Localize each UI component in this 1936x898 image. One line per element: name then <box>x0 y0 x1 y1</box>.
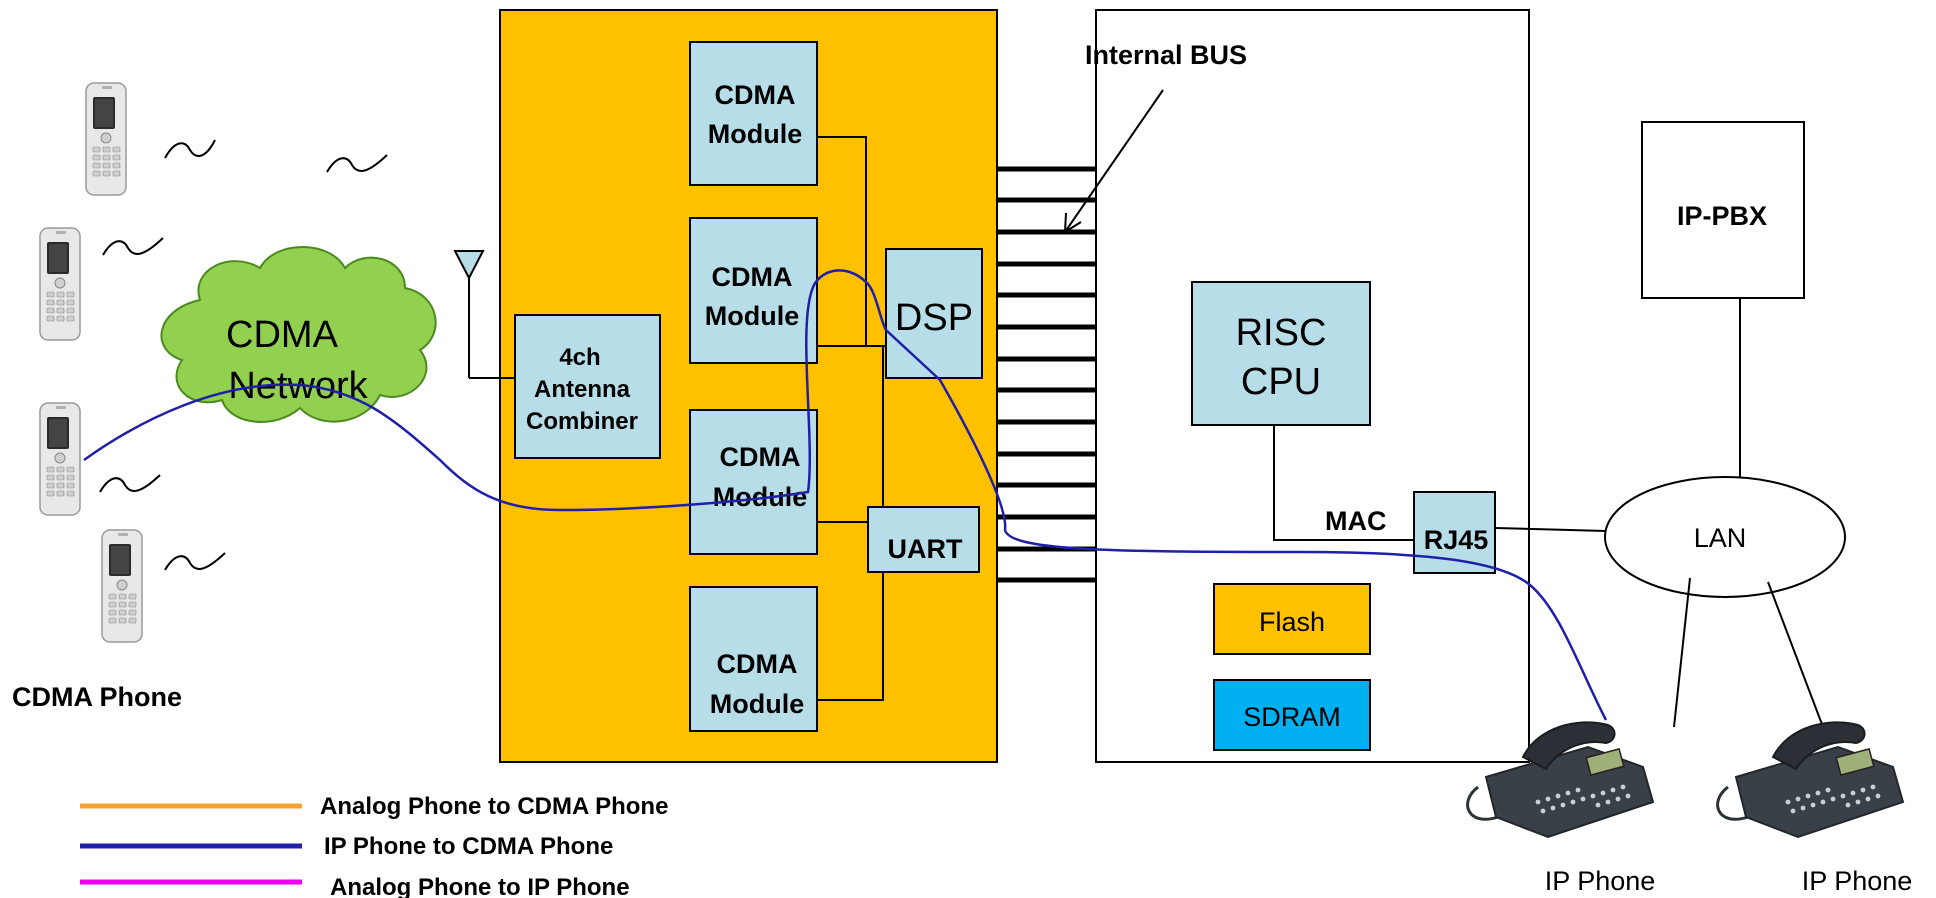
antenna-icon <box>453 250 515 379</box>
internal-bus-lines <box>997 166 1096 583</box>
cdma-module-2-line1: CDMA <box>712 262 793 292</box>
flash-label: Flash <box>1259 607 1325 637</box>
antenna-combiner-label-line2: Antenna <box>534 376 631 403</box>
cpu-mac-line <box>1273 425 1414 541</box>
cdma-module-3-line1: CDMA <box>720 442 801 472</box>
cdma-module-1-line1: CDMA <box>715 80 796 110</box>
cdma-phone-icon <box>85 82 127 196</box>
cdma-phone-icon <box>101 529 143 643</box>
cdma-module-4-line2: Module <box>710 689 805 719</box>
cdma-phone-icon <box>39 227 81 341</box>
cdma-module-1-line2: Module <box>708 119 803 149</box>
cdma-network-cloud <box>160 246 437 423</box>
legend: Analog Phone to CDMA Phone IP Phone to C… <box>80 793 668 898</box>
cdma-module-box-3 <box>689 409 818 555</box>
lan-connection-lines <box>1494 298 1824 728</box>
legend-label-analog-ip: Analog Phone to IP Phone <box>330 874 630 898</box>
cdma-phone-label: CDMA Phone <box>12 682 182 712</box>
lan-ellipse <box>1604 476 1846 598</box>
cdma-module-box-4 <box>689 586 818 732</box>
internal-bus-label: Internal BUS <box>1085 40 1247 70</box>
dsp-label: DSP <box>895 297 973 339</box>
lan-label: LAN <box>1694 523 1747 553</box>
legend-label-analog-cdma: Analog Phone to CDMA Phone <box>320 793 668 820</box>
cdma-module-3-line2: Module <box>713 482 808 512</box>
ip-phone-left-label: IP Phone <box>1545 866 1656 896</box>
cdma-module-2-line2: Module <box>705 301 800 331</box>
dsp-box <box>885 248 983 379</box>
cdma-module-4-line1: CDMA <box>717 649 798 679</box>
mac-label: MAC <box>1325 506 1387 536</box>
legend-label-ip-cdma: IP Phone to CDMA Phone <box>324 833 613 860</box>
risc-cpu-label-line2: CPU <box>1241 361 1321 403</box>
ip-to-cdma-route-line <box>83 269 1608 721</box>
cdma-module-box-2 <box>689 217 818 364</box>
ip-pbx-box <box>1641 121 1805 299</box>
risc-cpu-label-line1: RISC <box>1236 312 1327 354</box>
uart-label: UART <box>888 534 963 564</box>
cdma-phone-icon <box>39 402 81 516</box>
internal-bus-arrow <box>1064 89 1164 233</box>
cdma-network-label-line1: CDMA <box>226 314 339 356</box>
uart-box <box>867 506 980 573</box>
rj45-label: RJ45 <box>1424 525 1489 555</box>
sdram-label: SDRAM <box>1243 702 1341 732</box>
ip-pbx-label: IP-PBX <box>1677 201 1767 231</box>
sdram-box <box>1213 679 1371 751</box>
ip-phone-right-icon <box>1716 720 1905 839</box>
cdma-module-box-1 <box>689 41 818 186</box>
antenna-combiner-label-line3: Combiner <box>526 408 638 435</box>
ip-phone-right-label: IP Phone <box>1802 866 1913 896</box>
module-interconnect-lines <box>817 136 886 701</box>
flash-box <box>1213 583 1371 655</box>
risc-cpu-box <box>1191 281 1371 426</box>
antenna-combiner-label-line1: 4ch <box>559 344 600 371</box>
wireless-signal-icons <box>99 139 388 571</box>
antenna-combiner-box <box>514 314 661 459</box>
